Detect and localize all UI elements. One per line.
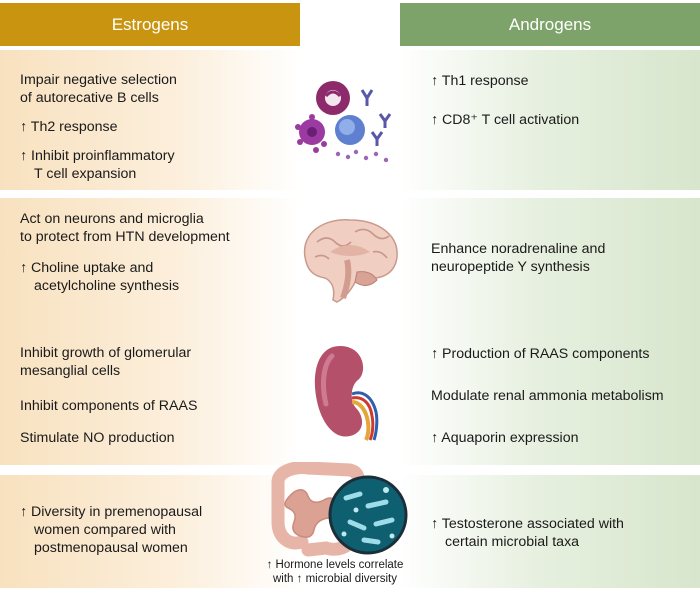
brain-icon: [303, 219, 398, 303]
estrogen-immune-text: ↑ Th2 response: [20, 119, 118, 135]
androgens-renal-panel: ↑ Production of RAAS components Modulate…: [400, 325, 700, 465]
gut-microbiome-icon: [271, 462, 408, 557]
estrogens-header: Estrogens: [0, 3, 300, 46]
immune-cells-icon: [295, 81, 392, 163]
androgen-renal-text: ↑ Production of RAAS components: [431, 346, 650, 362]
estrogen-renal-text: Stimulate NO production: [20, 430, 175, 446]
kidney-icon: [314, 346, 379, 441]
androgen-immune-text: ↑ Th1 response: [431, 73, 529, 89]
androgen-renal-text: Modulate renal ammonia metabolism: [431, 388, 664, 404]
androgen-renal-text: ↑ Aquaporin expression: [431, 430, 579, 446]
androgen-immune-text: ↑ CD8⁺ T cell activation: [431, 112, 580, 128]
androgens-header: Androgens: [400, 3, 700, 46]
androgens-immune-panel: ↑ Th1 response ↑ CD8⁺ T cell activation: [400, 50, 700, 190]
estrogen-renal-text: Inhibit components of RAAS: [20, 398, 198, 414]
